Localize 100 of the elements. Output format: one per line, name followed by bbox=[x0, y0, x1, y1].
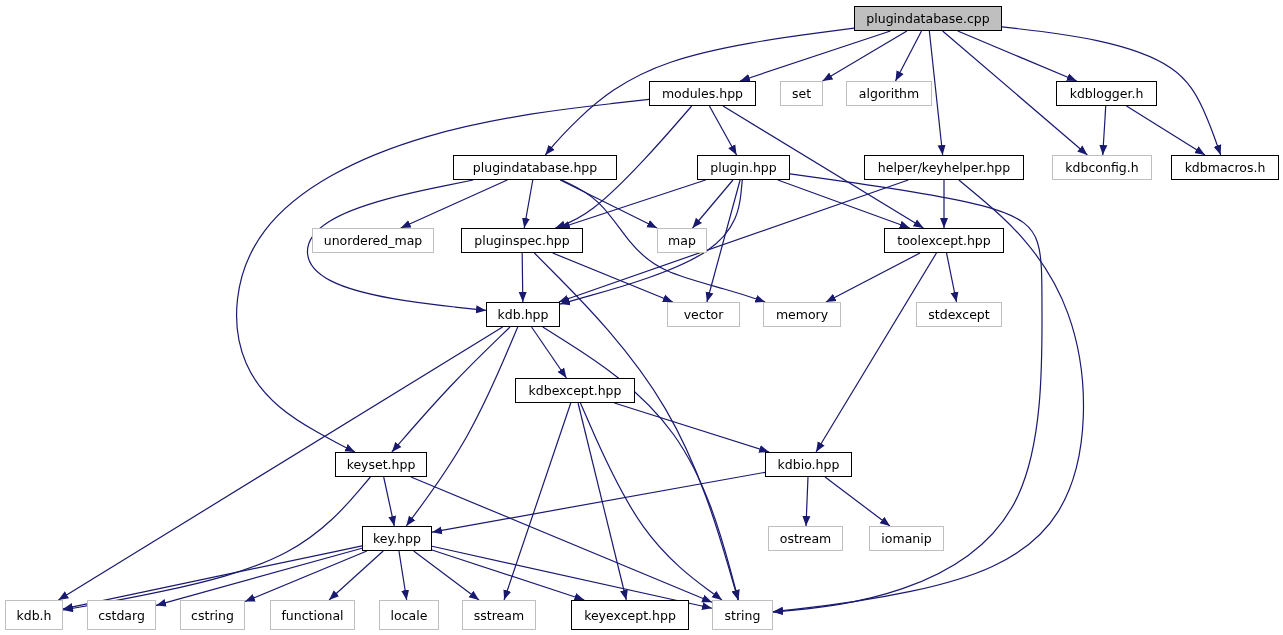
include-arrow bbox=[777, 179, 911, 229]
include-arrow bbox=[815, 252, 938, 453]
system-header-box bbox=[846, 81, 932, 106]
file-name: ostream bbox=[779, 531, 832, 546]
include-arrow bbox=[544, 27, 855, 156]
file-name: pluginspec.hpp bbox=[474, 233, 570, 248]
system-header-box bbox=[869, 526, 944, 551]
include-arrow bbox=[822, 30, 908, 82]
include-arrow bbox=[722, 105, 925, 229]
file-name: modules.hpp bbox=[661, 86, 744, 101]
system-header-box bbox=[462, 600, 536, 630]
system-header-box bbox=[657, 228, 707, 253]
include-arrow bbox=[398, 550, 410, 601]
system-header-box bbox=[312, 228, 434, 253]
file-name: unordered_map bbox=[323, 233, 423, 248]
header-file-box bbox=[649, 81, 756, 106]
header-file-box bbox=[571, 600, 689, 630]
include-arrow bbox=[802, 476, 811, 527]
header-file-box bbox=[453, 155, 617, 180]
include-arrow bbox=[928, 30, 946, 156]
include-arrow bbox=[825, 252, 921, 303]
header-file-box bbox=[884, 228, 1004, 253]
header-file-box bbox=[362, 526, 432, 551]
file-name: stdexcept bbox=[928, 307, 990, 322]
file-name: helper/keyhelper.hpp bbox=[877, 160, 1011, 175]
include-arrow bbox=[559, 179, 658, 229]
include-arrow bbox=[518, 252, 527, 303]
system-header-box bbox=[712, 600, 773, 630]
include-arrow bbox=[542, 326, 740, 601]
include-arrow bbox=[413, 550, 480, 601]
include-arrow bbox=[383, 476, 397, 527]
include-arrow bbox=[1099, 105, 1108, 156]
include-arrow bbox=[554, 105, 693, 229]
file-name: cstring bbox=[191, 607, 234, 623]
include-arrow bbox=[613, 402, 770, 453]
file-name: kdbmacros.h bbox=[1184, 160, 1266, 175]
file-name: set bbox=[791, 86, 812, 101]
system-header-box bbox=[1052, 155, 1152, 180]
file-name: algorithm bbox=[858, 86, 920, 101]
include-arrow bbox=[391, 326, 511, 453]
file-name: vector bbox=[683, 307, 724, 322]
file-name: keyexcept.hpp bbox=[584, 607, 676, 623]
include-arrow bbox=[62, 545, 363, 611]
file-name: sstream bbox=[473, 607, 525, 623]
include-arrow bbox=[328, 550, 384, 601]
system-header-box bbox=[763, 302, 841, 327]
file-name: plugindatabase.hpp bbox=[472, 160, 598, 175]
file-name: map bbox=[668, 233, 696, 248]
system-header-box bbox=[379, 600, 439, 630]
include-arrow bbox=[942, 30, 1088, 156]
system-header-box bbox=[780, 81, 823, 106]
include-arrow bbox=[824, 476, 891, 527]
include-arrow bbox=[530, 326, 568, 379]
system-header-box bbox=[5, 600, 63, 630]
file-name: kdb.hpp bbox=[497, 307, 549, 322]
file-name: plugindatabase.cpp bbox=[866, 11, 990, 26]
include-arrow bbox=[1125, 105, 1206, 156]
include-arrow bbox=[405, 326, 519, 527]
include-arrow bbox=[62, 476, 371, 613]
include-arrow bbox=[244, 550, 368, 603]
include-arrow bbox=[945, 252, 959, 303]
system-header-box bbox=[916, 302, 1002, 327]
include-arrow bbox=[691, 179, 734, 229]
include-arrow bbox=[533, 252, 740, 601]
file-name: kdblogger.h bbox=[1069, 86, 1144, 101]
file-name: kdbio.hpp bbox=[777, 457, 840, 472]
include-arrow bbox=[957, 30, 1078, 82]
header-file-box bbox=[515, 378, 635, 403]
header-file-box bbox=[461, 228, 583, 253]
header-file-box bbox=[1171, 155, 1279, 180]
include-arrow bbox=[57, 326, 504, 601]
include-arrow bbox=[940, 179, 948, 229]
file-name: key.hpp bbox=[373, 531, 421, 546]
include-arrow bbox=[431, 471, 766, 535]
include-arrow bbox=[708, 105, 738, 156]
system-header-box bbox=[180, 600, 245, 630]
file-name: plugin.hpp bbox=[710, 160, 777, 175]
include-arrow bbox=[522, 179, 534, 229]
file-name: locale bbox=[390, 607, 428, 623]
include-arrow bbox=[552, 252, 674, 303]
file-name: keyset.hpp bbox=[346, 457, 416, 472]
include-arrow bbox=[894, 30, 923, 82]
include-arrow bbox=[558, 179, 909, 303]
include-arrow bbox=[236, 98, 650, 453]
include-arrow bbox=[739, 30, 891, 82]
header-file-box bbox=[335, 452, 427, 477]
file-name: cstdarg bbox=[98, 607, 145, 623]
file-name: kdbconfig.h bbox=[1065, 160, 1139, 175]
include-arrow bbox=[705, 179, 741, 303]
system-header-box bbox=[87, 600, 156, 630]
file-name: string bbox=[724, 607, 761, 623]
include-arrow bbox=[400, 179, 508, 229]
header-file-box bbox=[697, 155, 790, 180]
file-name: functional bbox=[281, 607, 344, 623]
include-arrow bbox=[577, 402, 628, 601]
include-arrow bbox=[431, 545, 713, 610]
include-arrow bbox=[155, 547, 363, 607]
source-file-box bbox=[854, 6, 1002, 31]
include-arrow bbox=[306, 179, 487, 314]
file-name: kdb.h bbox=[16, 607, 52, 623]
